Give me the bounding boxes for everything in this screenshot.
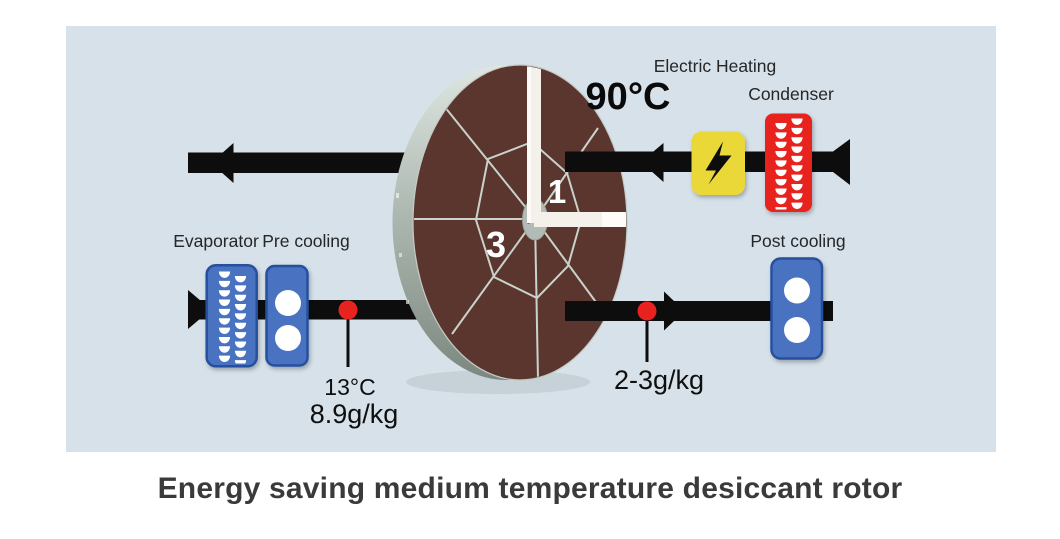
rim-speck	[399, 253, 402, 257]
evaporator-label: Evaporator	[173, 231, 259, 251]
regeneration-temperature-value: 90°C	[586, 76, 671, 118]
lightning-bolt-icon	[705, 141, 732, 185]
pre-cooling-label: Pre cooling	[262, 231, 350, 251]
rotor-sector-1-label: 1	[548, 173, 566, 210]
rotor-sector-3-label: 3	[486, 224, 506, 265]
measurement-point-dot	[637, 301, 657, 321]
outlet-humidity-value: 2-3g/kg	[614, 365, 704, 395]
condenser-label: Condenser	[748, 84, 834, 104]
evaporator-coil	[205, 264, 258, 368]
electric-heater	[691, 131, 745, 195]
process-humidity-value: 8.9g/kg	[310, 399, 399, 429]
process-measurement-point	[338, 300, 358, 367]
dry-air-outlet-arrow	[565, 291, 833, 331]
measurement-point-dot	[338, 300, 358, 320]
pre-cooling-unit	[265, 264, 309, 367]
page-title: Energy saving medium temperature desicca…	[157, 472, 903, 505]
rim-speck	[406, 300, 409, 304]
condenser-coil	[765, 113, 812, 212]
rim-speck	[396, 193, 399, 198]
rotor-web	[414, 66, 626, 379]
process-temperature-value: 13°C	[324, 374, 375, 400]
post-cooling-label: Post cooling	[750, 231, 845, 251]
electric-heating-label: Electric Heating	[654, 56, 777, 76]
exhaust-air-arrow	[188, 143, 410, 183]
post-cooling-unit	[770, 257, 824, 360]
outlet-measurement-point	[637, 301, 657, 362]
